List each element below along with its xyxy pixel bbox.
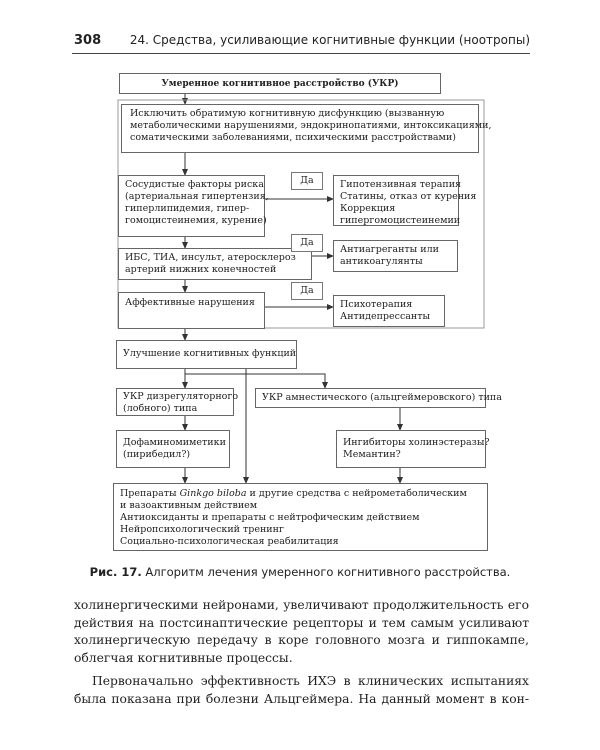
body-line: была показана при болезни Альцгеймера. Н… xyxy=(74,691,529,706)
body-line: облегчая когнитивные процессы. xyxy=(74,650,293,665)
yes-label-3: Да xyxy=(291,282,323,300)
running-header: 24. Средства, усиливающие когнитивные фу… xyxy=(129,33,530,47)
box-dopamine: Дофаминомиметики (пирибедил?) xyxy=(116,430,230,468)
header-rule xyxy=(72,53,530,54)
risk-line-1: Сосудистые факторы риска xyxy=(125,179,264,190)
final-line-1: Препараты Ginkgo biloba и другие средств… xyxy=(120,488,481,500)
yes-label-2: Да xyxy=(291,234,323,252)
box-affective: Аффективные нарушения xyxy=(118,292,265,329)
dysreg-line-1: УКР дизрегуляторного xyxy=(123,391,239,402)
connector-improve-to-amnestic xyxy=(185,373,328,389)
box-therapy-1: Гипотензивная терапия Статины, отказ от … xyxy=(333,175,477,226)
body-paragraph-2: Первоначально эффективность ИХЭ в клинич… xyxy=(74,673,529,708)
cholin-line-1: Ингибиторы холинэстеразы? xyxy=(343,437,490,448)
ischemic-line-1: ИБС, ТИА, инсульт, атеросклероз xyxy=(125,252,296,263)
therapy1-line-4: гипергомоцистеинемии xyxy=(340,215,461,226)
box-therapy-3: Психотерапия Антидепрессанты xyxy=(333,295,445,327)
final-line-5: Социально-психологическая реабилитация xyxy=(120,536,339,547)
body-line: действия на постсинаптические рецепторы … xyxy=(74,615,529,630)
exclude-line-1: Исключить обратимую когнитивную дисфункц… xyxy=(130,108,445,119)
therapy1-line-3: Коррекция xyxy=(340,203,396,214)
amnestic-label: УКР амнестического (альцгеймеровского) т… xyxy=(262,392,502,403)
box-therapy-2: Антиагреганты или антикоагулянты xyxy=(333,240,458,272)
body-line: холинергическую передачу в коре головног… xyxy=(74,633,529,647)
body-line: Первоначально эффективность ИХЭ в клинич… xyxy=(92,674,529,688)
final-ginkgo-pre: Препараты xyxy=(120,488,180,499)
body-line: холинергическими нейронами, увеличивают … xyxy=(74,598,529,612)
therapy3-line-2: Антидепрессанты xyxy=(340,311,431,322)
box-exclude: Исключить обратимую когнитивную дисфункц… xyxy=(121,104,492,153)
exclude-line-3: соматическими заболеваниями, психическим… xyxy=(130,132,456,143)
therapy2-line-2: антикоагулянты xyxy=(340,256,423,267)
risk-line-4: гомоцистеинемия, курение) xyxy=(125,215,267,226)
therapy1-line-1: Гипотензивная терапия xyxy=(340,179,462,190)
cholin-line-2: Мемантин? xyxy=(343,449,401,460)
page-number: 308 xyxy=(74,33,102,48)
final-line-2: и вазоактивным действием xyxy=(120,500,258,511)
dopamine-line-1: Дофаминомиметики xyxy=(123,437,226,448)
final-line-4: Нейропсихологический тренинг xyxy=(120,524,284,535)
box-improve: Улучшение когнитивных функций xyxy=(116,340,297,369)
dysreg-line-2: (лобного) типа xyxy=(123,403,198,414)
box-amnestic: УКР амнестического (альцгеймеровского) т… xyxy=(255,388,502,408)
risk-line-2: (артериальная гипертензия, xyxy=(125,191,269,202)
final-line-3: Антиоксиданты и препараты с нейтрофическ… xyxy=(120,512,420,523)
box-risk-factors: Сосудистые факторы риска (артериальная г… xyxy=(118,175,269,237)
therapy3-line-1: Психотерапия xyxy=(340,299,413,310)
box-ischemic: ИБС, ТИА, инсульт, атеросклероз артерий … xyxy=(118,248,312,280)
final-ginkgo-post: и другие средства с нейрометаболическим xyxy=(246,488,467,499)
affective-label: Аффективные нарушения xyxy=(125,297,255,308)
box-cholinesterase: Ингибиторы холинэстеразы? Мемантин? xyxy=(336,430,490,468)
box-mci: Умеренное когнитивное расстройство (УКР) xyxy=(119,73,441,94)
therapy2-line-1: Антиагреганты или xyxy=(340,244,439,255)
dopamine-line-2: (пирибедил?) xyxy=(123,449,191,460)
therapy1-line-2: Статины, отказ от курения xyxy=(340,191,477,202)
caption-text: Алгоритм лечения умеренного когнитивного… xyxy=(141,565,511,579)
box-final-therapies: Препараты Ginkgo biloba и другие средств… xyxy=(113,483,488,551)
figure-caption: Рис. 17. Алгоритм лечения умеренного ког… xyxy=(0,565,600,579)
box-dysregulatory: УКР дизрегуляторного (лобного) типа xyxy=(116,388,239,416)
ischemic-line-2: артерий нижних конечностей xyxy=(125,264,277,275)
improve-label: Улучшение когнитивных функций xyxy=(123,348,297,359)
yes-label-1: Да xyxy=(291,172,323,190)
final-ginkgo-italic: Ginkgo biloba xyxy=(179,488,247,499)
body-paragraph-1: холинергическими нейронами, увеличивают … xyxy=(74,597,529,667)
risk-line-3: гиперлипидемия, гипер- xyxy=(125,203,250,214)
box-mci-label: Умеренное когнитивное расстройство (УКР) xyxy=(161,79,399,89)
caption-label: Рис. 17. xyxy=(89,565,142,579)
exclude-line-2: метаболическими нарушениями, эндокринопа… xyxy=(130,120,492,131)
